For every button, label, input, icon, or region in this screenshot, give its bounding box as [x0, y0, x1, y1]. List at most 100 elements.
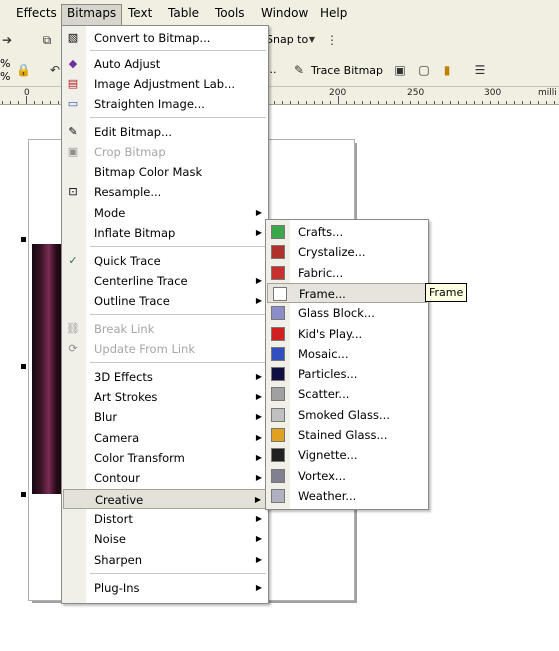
trace-bitmap-button[interactable]: Trace Bitmap — [311, 64, 384, 77]
menu-item-bitmap-color-mask[interactable]: Bitmap Color Mask — [94, 165, 203, 179]
submenu-item-scatter[interactable]: Scatter... — [266, 384, 428, 404]
menu-item-color-transform[interactable]: Color Transform ▶ — [62, 448, 268, 468]
ruler-label: 250 — [407, 88, 425, 98]
menu-item-blur[interactable]: Blur ▶ — [62, 407, 268, 427]
ruler-tick — [362, 101, 363, 104]
submenu-item-crystalize[interactable]: Crystalize... — [266, 242, 428, 262]
ruler-tick — [530, 101, 531, 104]
menu-item-straighten-image[interactable]: ▭ Straighten Image... — [67, 97, 205, 111]
menu-tools[interactable]: Tools — [215, 6, 245, 20]
submenu-item-kid-s-play[interactable]: Kid's Play... — [266, 324, 428, 344]
menu-item-camera[interactable]: Camera ▶ — [62, 428, 268, 448]
ruler-tick — [346, 101, 347, 104]
import-icon[interactable]: ⧉ — [42, 33, 52, 47]
menu-item-convert-to-bitmap[interactable]: ▧ Convert to Bitmap... — [67, 31, 211, 45]
straighten-image-icon: ▭ — [67, 97, 79, 110]
submenu-arrow-icon: ▶ — [255, 433, 262, 442]
submenu-item-weather[interactable]: Weather... — [266, 486, 428, 506]
menu-item-creative[interactable]: Creative ▶ — [63, 489, 267, 509]
menu-item-crop-bitmap[interactable]: ▣ Crop Bitmap — [67, 145, 166, 159]
ruler-tick — [42, 101, 43, 104]
menu-item-resample[interactable]: ⊡ Resample... — [62, 182, 268, 202]
menu-item-noise[interactable]: Noise ▶ — [62, 529, 268, 549]
menu-item-edit-bitmap[interactable]: ✎ Edit Bitmap... — [62, 122, 268, 142]
submenu-item-vortex[interactable]: Vortex... — [266, 466, 428, 486]
ruler-tick — [474, 101, 475, 104]
ruler-tick — [514, 101, 515, 104]
mosaic-icon — [271, 346, 285, 361]
resample-icon: ⊡ — [68, 185, 78, 198]
menu-separator — [90, 246, 266, 247]
ruler-tick — [2, 101, 3, 104]
snap-dropdown-arrow-icon[interactable]: ▼ — [308, 35, 316, 44]
list-icon[interactable]: ☰ — [474, 63, 486, 77]
submenu-arrow-icon: ▶ — [255, 392, 262, 401]
menu-item-outline-trace[interactable]: Outline Trace ▶ — [62, 291, 268, 311]
menu-item-3d-effects[interactable]: 3D Effects ▶ — [62, 367, 268, 387]
menu-item-quick-trace[interactable]: ✓ Quick Trace — [62, 251, 268, 271]
ruler-tick — [290, 101, 291, 104]
forward-arrow-icon[interactable]: ➔ — [1, 33, 13, 47]
ruler-tick — [442, 101, 443, 104]
scatter-icon — [271, 387, 285, 402]
menu-item-centerline-trace[interactable]: Centerline Trace ▶ — [62, 271, 268, 291]
menu-item-distort[interactable]: Distort ▶ — [62, 509, 268, 529]
selection-handle[interactable] — [21, 237, 26, 242]
submenu-item-fabric[interactable]: Fabric... — [266, 263, 428, 283]
menu-item-auto-adjust[interactable]: ◆ Auto Adjust — [62, 54, 268, 74]
selection-handle[interactable] — [21, 364, 26, 369]
menu-window[interactable]: Window — [261, 6, 309, 20]
selection-handle[interactable] — [21, 492, 26, 497]
menu-bitmaps[interactable]: Bitmaps — [61, 4, 123, 26]
ruler-tick — [314, 101, 315, 104]
align-icon[interactable]: ⋮ — [326, 33, 338, 47]
menu-item-image-adjustment-lab[interactable]: ▤ Image Adjustment Lab... — [67, 77, 236, 91]
menu-separator — [90, 573, 266, 574]
crop-bitmap-icon: ▣ — [67, 145, 79, 158]
submenu-item-vignette[interactable]: Vignette... — [266, 445, 428, 465]
quick-trace-icon: ✓ — [68, 254, 78, 267]
menu-item-mode[interactable]: Mode ▶ — [62, 203, 268, 223]
submenu-item-mosaic[interactable]: Mosaic... — [266, 344, 428, 364]
rotate-icon[interactable]: ↶ — [49, 63, 61, 77]
ruler-tick — [338, 96, 339, 104]
crystalize-icon — [271, 245, 285, 260]
menu-item-inflate-bitmap[interactable]: Inflate Bitmap ▶ — [62, 223, 268, 243]
stained-glass-icon — [271, 428, 285, 442]
selected-bitmap[interactable] — [32, 244, 62, 494]
ruler-tick — [274, 101, 275, 104]
menu-item-sharpen[interactable]: Sharpen ▶ — [62, 550, 268, 570]
submenu-item-smoked-glass[interactable]: Smoked Glass... — [266, 405, 428, 425]
trace-bitmap-icon[interactable]: ✎ — [293, 63, 305, 77]
menu-item-plug-ins[interactable]: Plug-Ins ▶ — [62, 578, 268, 598]
fabric-icon — [271, 265, 285, 280]
menu-item-art-strokes[interactable]: Art Strokes ▶ — [62, 387, 268, 407]
ruler-tick — [10, 101, 11, 104]
menu-separator — [90, 314, 266, 315]
submenu-item-stained-glass[interactable]: Stained Glass... — [266, 425, 428, 445]
resample-toolbar-icon[interactable]: ▢ — [418, 63, 430, 77]
submenu-item-frame[interactable]: Frame... — [267, 282, 427, 303]
ruler-tick — [538, 101, 539, 104]
menu-item-update-from-link[interactable]: ⟳ Update From Link — [62, 339, 268, 359]
submenu-item-crafts[interactable]: Crafts... — [266, 222, 428, 242]
crop-icon[interactable]: ▣ — [394, 63, 406, 77]
submenu-arrow-icon: ▶ — [255, 534, 262, 543]
frame-tooltip: Frame — [425, 283, 468, 302]
ruler-tick — [554, 101, 555, 104]
mask-icon[interactable]: ▮ — [443, 63, 451, 77]
submenu-item-particles[interactable]: Particles... — [266, 364, 428, 384]
menu-text[interactable]: Text — [128, 6, 153, 20]
submenu-arrow-icon: ▶ — [255, 228, 262, 237]
menu-item-contour[interactable]: Contour ▶ — [62, 468, 268, 488]
menu-table[interactable]: Table — [168, 6, 200, 20]
ruler-tick — [394, 101, 395, 104]
ruler-tick — [322, 101, 323, 104]
snap-to-label[interactable]: Snap to — [266, 33, 309, 46]
menu-effects[interactable]: Effects — [16, 6, 57, 20]
creative-submenu: Crafts...Crystalize...Fabric...Frame...G… — [265, 219, 429, 510]
menu-help[interactable]: Help — [320, 6, 348, 20]
submenu-item-glass-block[interactable]: Glass Block... — [266, 303, 428, 323]
menu-item-break-link[interactable]: ⛓ Break Link — [66, 322, 155, 336]
lock-icon[interactable]: 🔒 — [16, 63, 31, 77]
